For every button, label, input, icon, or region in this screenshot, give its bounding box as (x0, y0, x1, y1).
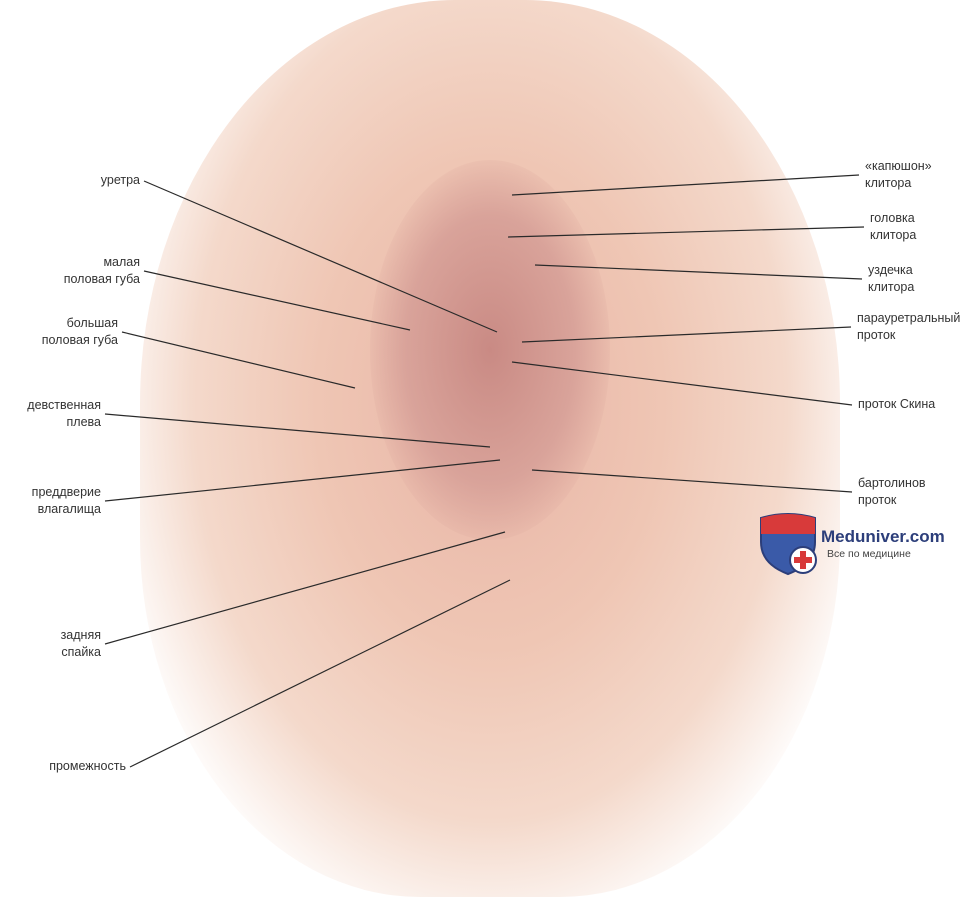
meduniver-logo: Meduniver.com Все по медицине (757, 512, 945, 576)
leader-line-bartholin-duct (531, 469, 853, 493)
label-clitoral-hood: «капюшон»клитора (865, 159, 932, 190)
figure-center-region (370, 160, 610, 540)
leader-line-labia-majora (121, 331, 356, 389)
leader-line-posterior-commissure (104, 531, 506, 645)
shield-cross-icon (760, 513, 817, 576)
logo-title: Meduniver.com (821, 527, 945, 546)
label-skene-duct: проток Скина (858, 397, 936, 411)
leader-line-skene-duct (511, 361, 853, 406)
leader-line-labia-minora (143, 270, 411, 331)
label-perineum: промежность (49, 759, 126, 773)
anatomical-figure-placeholder (140, 0, 840, 897)
leader-line-vestibule (104, 459, 501, 502)
leader-line-glans-clitoris (507, 226, 865, 238)
label-urethra: уретра (100, 173, 140, 187)
leader-line-perineum (129, 579, 511, 768)
logo-subtitle: Все по медицине (827, 548, 911, 560)
leader-line-urethra (143, 180, 498, 333)
leader-line-hymen (104, 413, 491, 448)
leader-line-paraurethral-duct (521, 326, 852, 343)
leader-line-frenulum-clitoris (534, 264, 863, 280)
leader-line-clitoral-hood (511, 174, 860, 196)
